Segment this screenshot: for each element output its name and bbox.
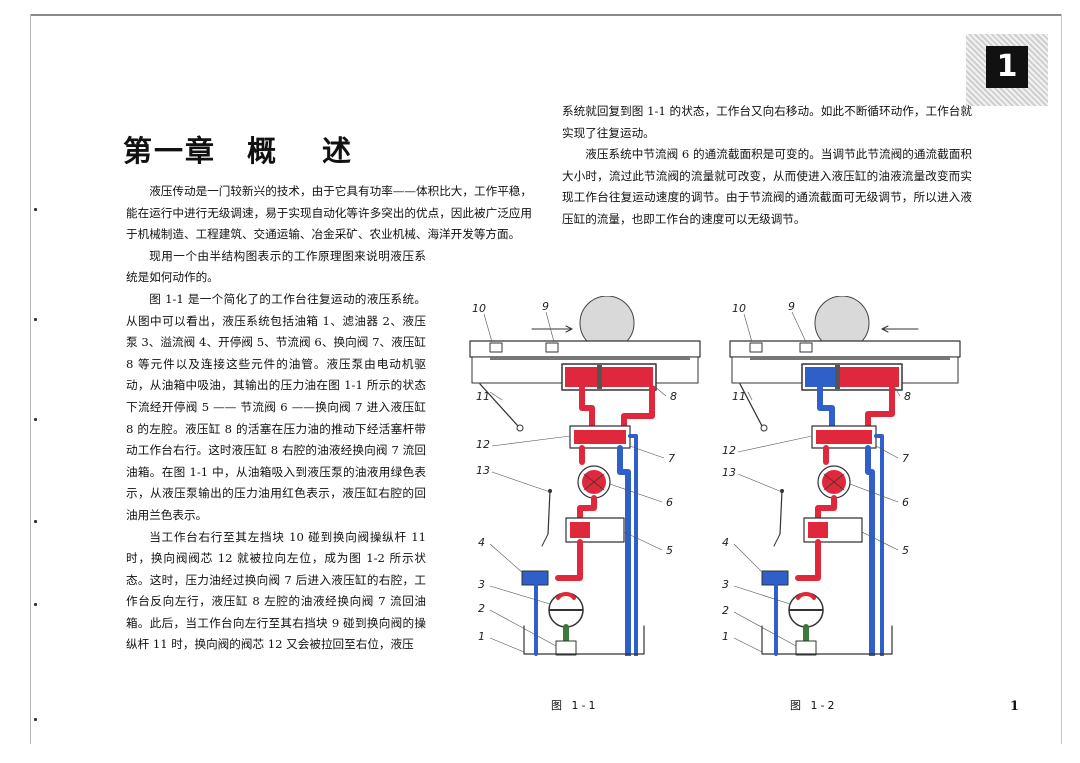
scan-mark xyxy=(34,318,37,321)
top-rule xyxy=(30,14,1062,16)
worktable xyxy=(729,340,961,358)
figure-label: 11 xyxy=(732,390,746,403)
scan-mark xyxy=(34,418,37,421)
right-rule xyxy=(1061,14,1062,744)
scan-mark xyxy=(34,208,37,211)
figure-label: 1 xyxy=(478,630,485,643)
chapter-title-right: 述 xyxy=(322,134,354,168)
figure-label: 7 xyxy=(668,452,675,465)
chapter-title-left: 第一章 概 xyxy=(123,134,279,168)
paragraph: 图 1-1 是一个简化了的工作台往复运动的液压系统。从图中可以看出，液压系统包括… xyxy=(126,291,426,522)
chapter-tab: 1 xyxy=(966,34,1048,106)
left-column: 液压传动是一门较新兴的技术，由于它具有功率——体积比大，工作平稳，能在运行中进行… xyxy=(126,181,532,656)
figure-label: 1 xyxy=(722,630,729,643)
filter-2 xyxy=(555,640,577,656)
figure-label: 6 xyxy=(666,496,673,509)
figure-label: 4 xyxy=(478,536,485,549)
cylinder-left-chamber xyxy=(565,367,597,387)
right-column: 系统就回复到图 1-1 的状态，工作台又向右移动。如此不断循环动作，工作台就实现… xyxy=(562,101,972,231)
relief-valve-4 xyxy=(521,570,549,586)
figure-label: 4 xyxy=(722,536,729,549)
stop-block-10 xyxy=(749,342,763,353)
figure-label: 13 xyxy=(476,464,490,477)
figure-label: 10 xyxy=(472,302,486,315)
stop-block-9 xyxy=(799,342,813,353)
stop-block-10 xyxy=(489,342,503,353)
relief-valve-4 xyxy=(761,570,789,586)
paragraph: 系统就回复到图 1-1 的状态，工作台又向右移动。如此不断循环动作，工作台就实现… xyxy=(562,104,972,140)
scan-mark xyxy=(34,603,37,606)
piston xyxy=(835,365,840,389)
figure-label: 9 xyxy=(542,300,549,313)
figure-label: 10 xyxy=(732,302,746,315)
figure-label: 8 xyxy=(670,390,677,403)
pressure-line xyxy=(579,385,595,429)
figure-caption: 图 1-1 xyxy=(551,699,599,712)
hydraulic-diagram-1-2: 10 9 11 8 12 7 13 6 5 4 3 2 1 xyxy=(722,296,961,656)
figure-label: 5 xyxy=(902,544,909,557)
figure-label: 6 xyxy=(902,496,909,509)
figure-label: 3 xyxy=(722,578,729,591)
figure-label: 7 xyxy=(902,452,909,465)
paragraph: 液压传动是一门较新兴的技术，由于它具有功率——体积比大，工作平稳，能在运行中进行… xyxy=(126,184,532,242)
figure-label: 8 xyxy=(904,390,911,403)
paragraph: 液压系统中节流阀 6 的通流截面积是可变的。当调节此节流阀的通流截面积大小时，流… xyxy=(562,147,972,226)
figure-label: 11 xyxy=(476,390,490,403)
piston xyxy=(597,365,602,389)
left-rule xyxy=(30,14,31,744)
figure-label: 12 xyxy=(722,444,736,457)
cylinder-right-chamber xyxy=(840,367,899,387)
stop-block-9 xyxy=(545,342,559,353)
worktable xyxy=(469,340,701,358)
cylinder-right-chamber xyxy=(602,367,653,387)
figure-label: 9 xyxy=(788,300,795,313)
cylinder-left-chamber xyxy=(805,367,835,387)
scan-mark xyxy=(34,718,37,721)
figure-label: 2 xyxy=(478,602,485,615)
chapter-tab-number: 1 xyxy=(986,46,1028,88)
chapter-title: 第一章 概 述 xyxy=(123,128,353,170)
scan-mark xyxy=(34,520,37,523)
filter-2 xyxy=(795,640,817,656)
paragraph: 当工作台右行至其左挡块 10 碰到换向阀操纵杆 11 时，换向阀阀芯 12 就被… xyxy=(126,529,426,652)
page-number: 1 xyxy=(1010,699,1020,714)
figure-label: 13 xyxy=(722,466,736,479)
paragraph: 现用一个由半结构图表示的工作原理图来说明液压系统是如何动作的。 xyxy=(126,248,426,285)
figure-label: 12 xyxy=(476,438,490,451)
figure-caption: 图 1-2 xyxy=(790,699,838,712)
hydraulic-diagram-1-1: 10 9 11 8 12 7 13 6 5 4 3 2 1 xyxy=(469,296,701,656)
return-line-right xyxy=(621,385,655,433)
figure-label: 2 xyxy=(722,604,729,617)
figure-label: 5 xyxy=(666,544,673,557)
figure-label: 3 xyxy=(478,578,485,591)
